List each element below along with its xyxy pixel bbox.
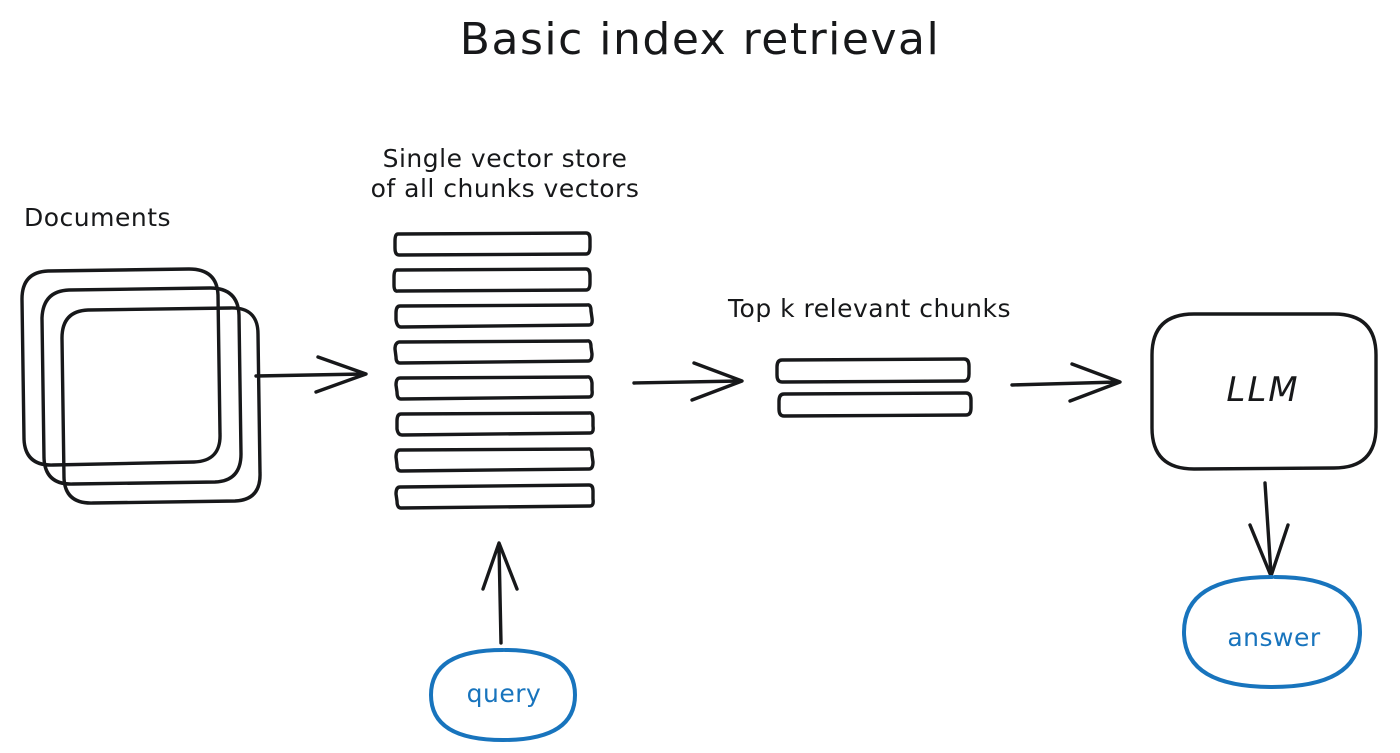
chunk-bar — [777, 391, 973, 418]
top-k-label: Top k relevant chunks — [728, 294, 1011, 323]
answer-label: answer — [1227, 623, 1321, 652]
answer-ellipse[interactable] — [1182, 575, 1362, 689]
arrow-top-k-to-llm — [1010, 362, 1122, 403]
document-sheet-front — [60, 306, 262, 505]
page-title: Basic index retrieval — [459, 14, 941, 65]
query-ellipse[interactable] — [429, 648, 577, 742]
documents-label: Documents — [24, 203, 172, 232]
llm-box — [1150, 312, 1378, 471]
vector-bar — [395, 411, 595, 437]
query-label: query — [466, 679, 542, 708]
vector-store-label-line1: Single vector store — [382, 144, 628, 173]
vector-bar — [394, 447, 595, 473]
arrow-query-to-vector-store — [481, 541, 519, 645]
document-sheet-back — [20, 267, 222, 467]
vector-bar — [392, 267, 592, 293]
vector-store-label-line2: of all chunks vectors — [370, 173, 640, 203]
arrow-vector-store-to-top-k — [632, 361, 744, 402]
arrow-llm-to-answer — [1248, 481, 1290, 578]
chunk-bar — [775, 357, 971, 384]
vector-bar — [394, 483, 595, 510]
documents-stack — [20, 267, 262, 505]
arrow-documents-to-vector-store — [254, 355, 368, 394]
top-k-chunk-bars — [775, 357, 973, 418]
vector-bar — [393, 339, 594, 365]
vector-bar — [393, 231, 592, 257]
llm-label: LLM — [1226, 370, 1300, 410]
vector-bar — [394, 375, 594, 401]
document-sheet-middle — [40, 286, 243, 486]
vector-store-bars — [392, 231, 595, 510]
vector-bar — [394, 303, 594, 329]
